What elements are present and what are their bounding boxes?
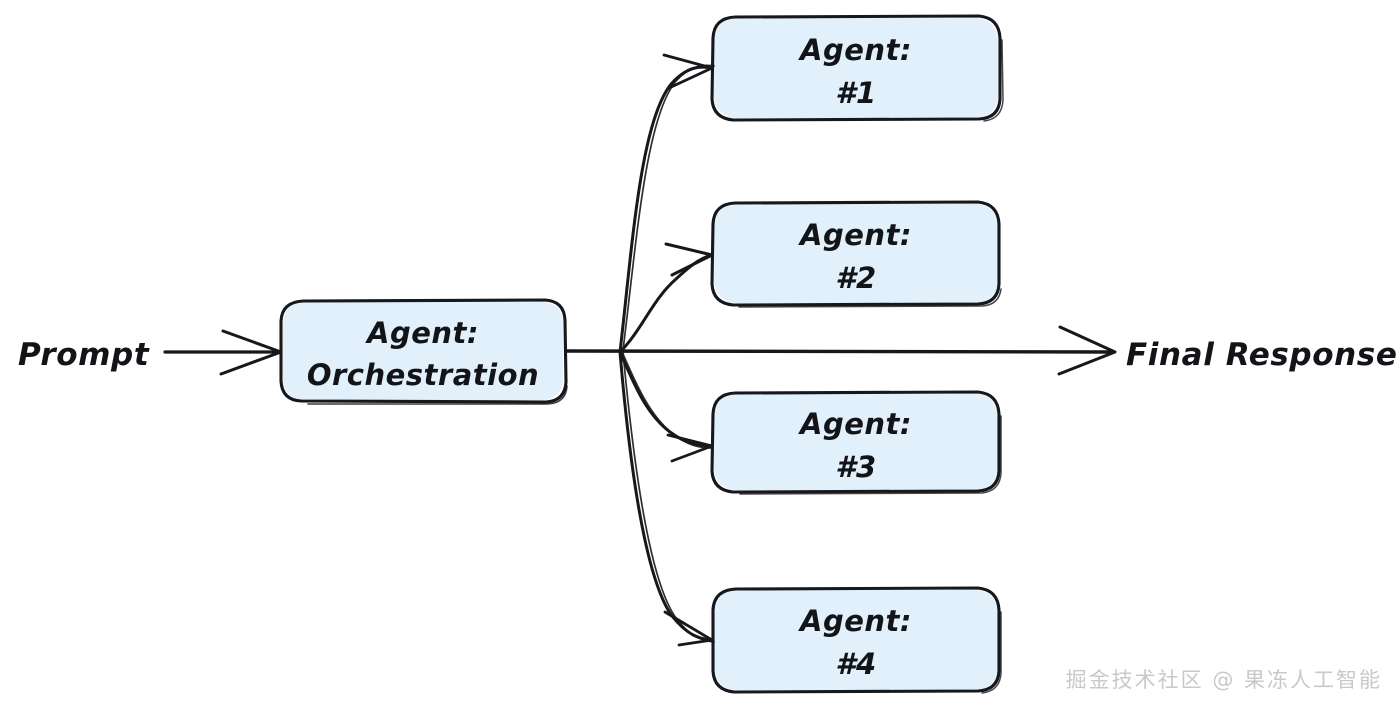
orchestration-label-line2: Orchestration — [307, 358, 539, 392]
edge-agent2-arrowhead-icon — [664, 242, 714, 277]
orchestration-node-border — [279, 298, 568, 404]
agent-node-2-label-line1: Agent: — [798, 218, 912, 252]
edge-agent3-curve — [618, 350, 714, 448]
agent-node-4-border — [711, 586, 1001, 694]
edge-branch-to-agent-4 — [618, 350, 715, 647]
agent-node-3-label-line1: Agent: — [798, 407, 912, 441]
edge-agent4-curve — [618, 350, 714, 642]
agent-node-3-fill — [714, 394, 998, 490]
agent-node-2-border-sketch — [738, 288, 1002, 308]
agent-node-2[interactable]: Agent: #2 — [710, 200, 1002, 308]
orchestration-label-line1: Agent: — [365, 316, 479, 350]
orchestration-node-fill — [283, 302, 563, 400]
agent-node-1-border — [710, 14, 1002, 122]
edge-agent1-curve-sketch — [622, 64, 715, 351]
agent-node-4-label-line1: Agent: — [798, 604, 912, 638]
edge-agent4-arrowhead-icon — [663, 610, 714, 647]
edge-prompt-to-orchestration — [163, 329, 283, 376]
orchestration-node-border-sketch — [307, 385, 568, 405]
edge-branch-to-agent-1 — [618, 53, 715, 354]
watermark: 掘金技术社区 @ 果冻人工智能 — [1065, 668, 1382, 692]
edge-final-arrowhead-icon — [1057, 325, 1117, 376]
edge-agent4-curve-sketch — [622, 351, 715, 643]
edge-agent3-curve-sketch — [622, 353, 714, 449]
agent-node-2-fill — [714, 204, 998, 303]
agent-node-2-border — [710, 200, 1001, 307]
agent-node-1-fill — [714, 18, 998, 118]
edge-orchestration-to-final — [564, 325, 1117, 376]
edge-agent3-arrowhead-icon — [666, 433, 714, 463]
agent-node-4-fill — [714, 590, 998, 690]
edge-agent2-curve — [618, 253, 714, 354]
agent-node-1[interactable]: Agent: #1 — [710, 14, 1004, 122]
edge-final-line — [564, 349, 1115, 354]
agent-node-4-border-sketch — [981, 611, 1002, 694]
agent-node-3-border — [710, 390, 1001, 494]
agent-node-2-label-line2: #2 — [835, 261, 876, 295]
agent-node-3-border-sketch — [739, 415, 1002, 495]
agent-node-1-label-line2: #1 — [835, 76, 876, 110]
final-response-label: Final Response — [1126, 337, 1397, 373]
orchestration-node[interactable]: Agent: Orchestration — [279, 298, 568, 405]
agent-node-4-label-line2: #4 — [835, 647, 876, 681]
prompt-label: Prompt — [18, 337, 150, 373]
agent-node-1-border-sketch — [983, 39, 1004, 122]
agent-node-4[interactable]: Agent: #4 — [711, 586, 1002, 694]
agent-node-1-label-line1: Agent: — [798, 33, 912, 67]
edge-branch-to-agent-2 — [618, 242, 714, 354]
edge-agent1-arrowhead-icon — [662, 53, 714, 90]
edge-agent1-curve — [618, 65, 714, 354]
edge-prompt-arrowhead-icon — [219, 329, 283, 376]
agent-node-3[interactable]: Agent: #3 — [710, 390, 1002, 495]
edge-branch-to-agent-3 — [618, 350, 714, 463]
agent-node-3-label-line2: #3 — [835, 450, 876, 484]
